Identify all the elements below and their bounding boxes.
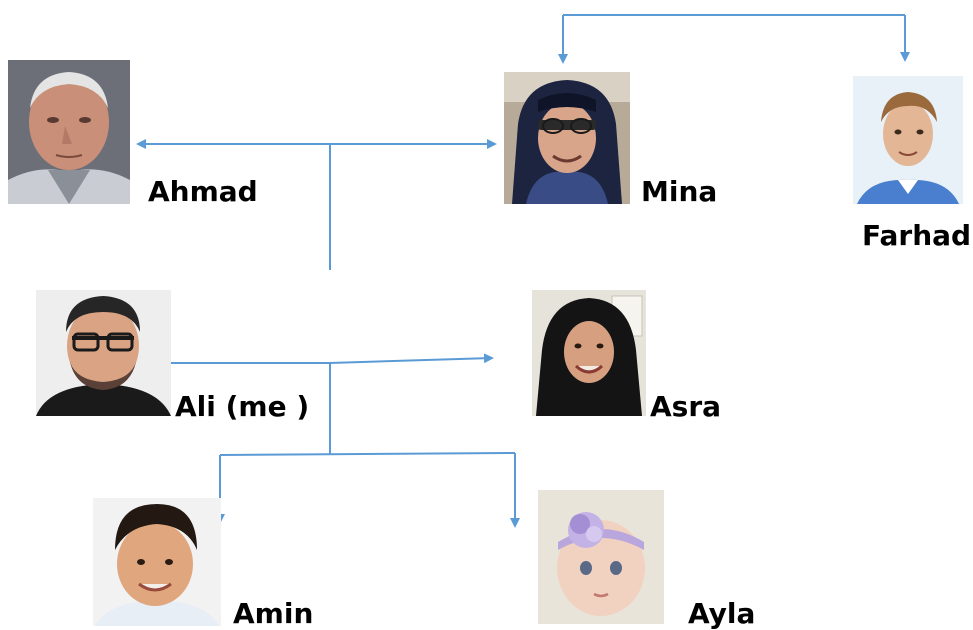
- ali-photo: [36, 290, 171, 416]
- farhad-name: Farhad: [862, 219, 972, 252]
- ahmad-photo: [8, 60, 130, 204]
- amin-photo: [93, 498, 221, 626]
- ayla-name: Ayla: [688, 597, 756, 630]
- asra-photo: [532, 290, 646, 416]
- sibling-connector-mina-farhad: [558, 14, 910, 64]
- marriage-connector-ahmad-mina: [136, 139, 497, 270]
- amin-name: Amin: [233, 597, 314, 630]
- children-connector-amin-ayla: [215, 452, 520, 528]
- ayla-photo: [538, 490, 664, 624]
- ali-name: Ali (me ): [175, 390, 310, 423]
- mina-photo: [504, 72, 630, 204]
- ahmad-name: Ahmad: [148, 175, 258, 208]
- asra-name: Asra: [650, 390, 722, 423]
- farhad-photo: [853, 76, 963, 204]
- mina-name: Mina: [641, 175, 718, 208]
